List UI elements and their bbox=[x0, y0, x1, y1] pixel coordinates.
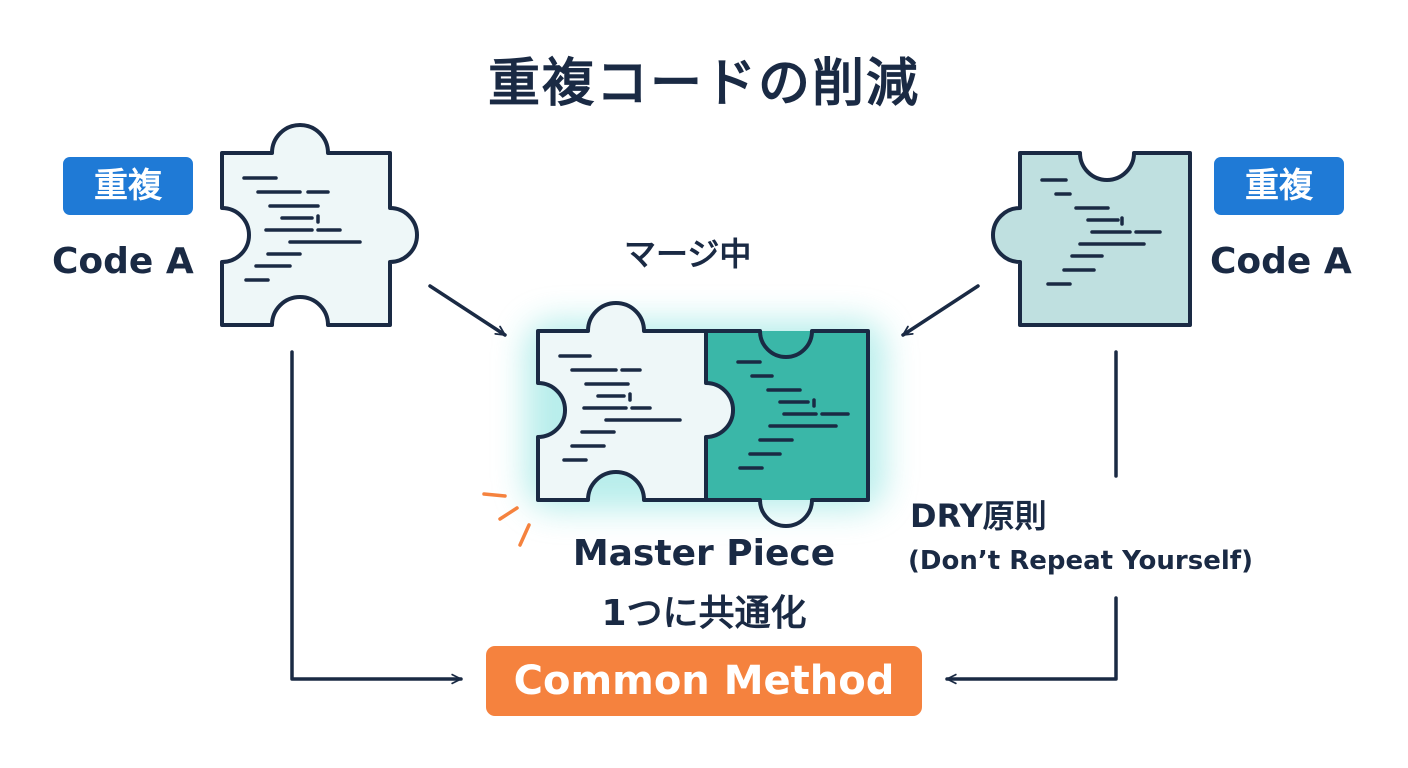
puzzle-piece-icon-left bbox=[220, 123, 419, 327]
code-label-right: Code A bbox=[1210, 241, 1352, 282]
puzzle-piece-icon-right bbox=[991, 151, 1192, 327]
code-label-left: Code A bbox=[52, 241, 194, 282]
spark-icon bbox=[482, 492, 531, 547]
common-method-box: Common Method bbox=[486, 646, 922, 716]
duplicate-badge-left: 重複 bbox=[63, 157, 193, 215]
arrow-left-to-master bbox=[428, 284, 507, 337]
dry-principle-expansion: (Don’t Repeat Yourself) bbox=[908, 546, 1253, 576]
merging-label: マージ中 bbox=[624, 235, 752, 273]
master-piece-label: Master Piece bbox=[572, 533, 836, 574]
unify-label: 1つに共通化 bbox=[601, 593, 807, 634]
puzzle-piece-icon-master bbox=[536, 301, 870, 528]
dry-principle-label: DRY原則 bbox=[910, 497, 1047, 535]
page-title: 重複コードの削減 bbox=[487, 54, 920, 114]
duplicate-badge-right: 重複 bbox=[1214, 157, 1344, 215]
arrow-right-to-master bbox=[901, 284, 980, 337]
arrow-right-to-method bbox=[945, 596, 1118, 685]
arrow-left-to-method bbox=[290, 350, 463, 685]
